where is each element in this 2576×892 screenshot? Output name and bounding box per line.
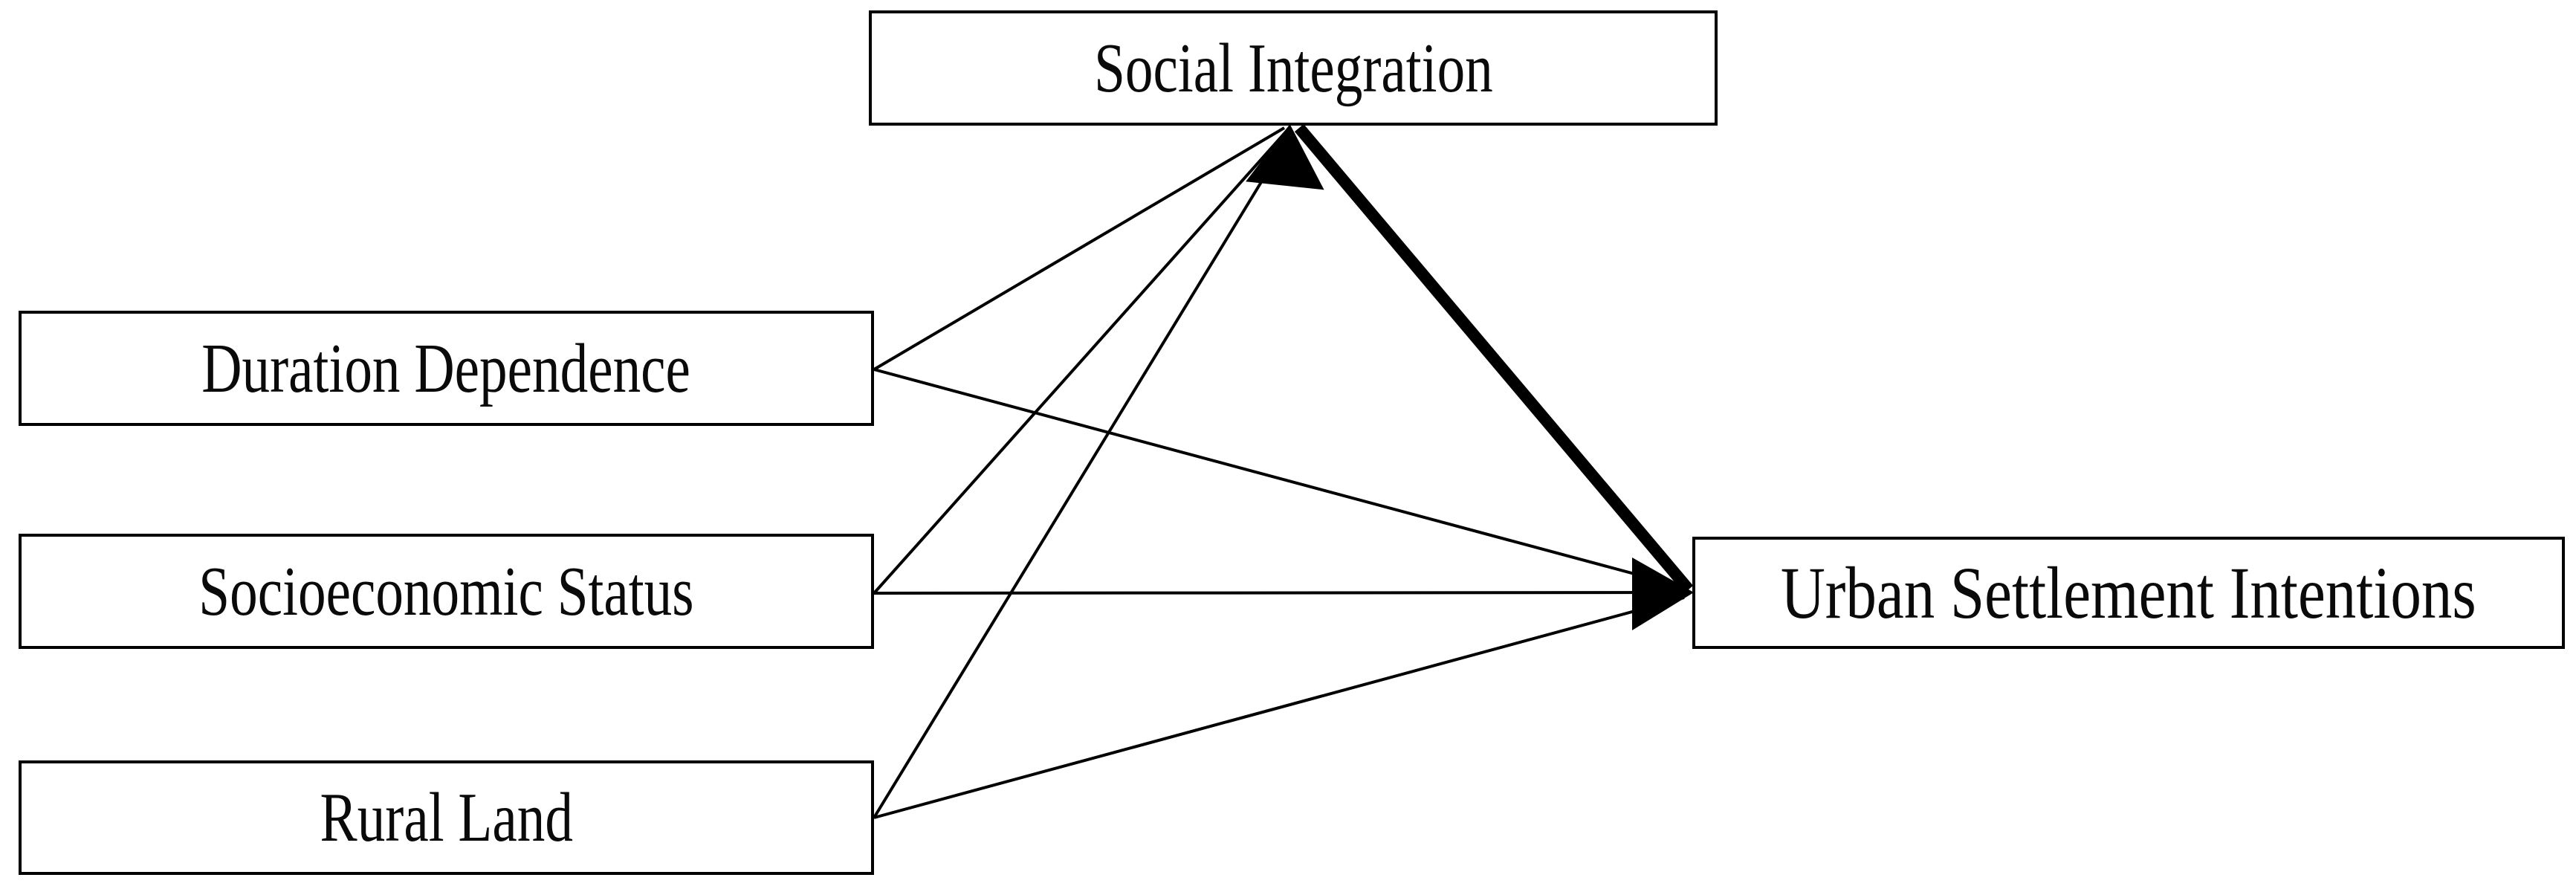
node-urban-settlement-intentions-label: Urban Settlement Intentions xyxy=(1781,551,2476,634)
edge-social-to-urban xyxy=(1294,123,1694,594)
edge-duration-to-urban xyxy=(873,368,1685,589)
arrowhead-urban-settlement-intentions-icon xyxy=(1632,558,1694,630)
arrowhead-social-integration-icon xyxy=(1246,124,1324,190)
node-rural-land-label: Rural Land xyxy=(320,779,573,856)
node-urban-settlement-intentions[interactable]: Urban Settlement Intentions xyxy=(1692,537,2565,649)
edge-rural-to-urban xyxy=(873,596,1685,819)
node-socioeconomic-status[interactable]: Socioeconomic Status xyxy=(19,534,874,649)
edge-duration-to-social xyxy=(873,126,1286,371)
node-rural-land[interactable]: Rural Land xyxy=(19,760,874,875)
edge-socioeconomic-to-social xyxy=(873,128,1289,595)
node-socioeconomic-status-label: Socioeconomic Status xyxy=(198,552,694,630)
node-duration-dependence-label: Duration Dependence xyxy=(201,329,691,407)
edge-socioeconomic-to-urban xyxy=(873,591,1685,595)
node-duration-dependence[interactable]: Duration Dependence xyxy=(19,311,874,426)
node-social-integration[interactable]: Social Integration xyxy=(869,10,1718,126)
node-social-integration-label: Social Integration xyxy=(1093,29,1493,107)
edge-rural-to-social xyxy=(873,129,1294,819)
